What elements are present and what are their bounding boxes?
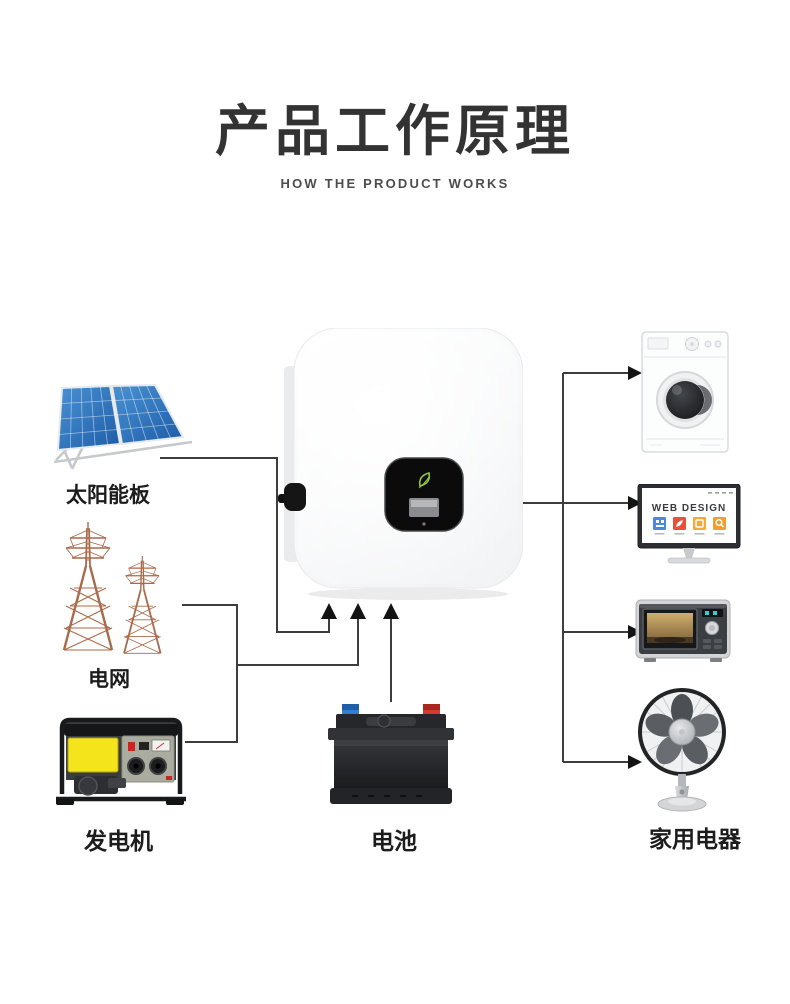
arrow-up-battery-icon: [383, 603, 399, 619]
arrow-right-monitor-icon: [628, 496, 642, 510]
solar-panel-image: [53, 383, 193, 470]
monitor-screen: [642, 488, 736, 543]
washing-machine-image: [641, 331, 729, 453]
battery-node: [322, 700, 460, 814]
battery-body: [334, 740, 448, 790]
generator-image: [56, 717, 186, 805]
microwave-control-panel: [702, 609, 723, 649]
generator-node: [52, 698, 190, 816]
inverter-led: [422, 522, 426, 526]
arrow-right-washer-icon: [628, 366, 642, 380]
microwave-door: [642, 608, 698, 650]
microwave-image: [635, 599, 731, 662]
generator-frame: [56, 717, 186, 802]
arrow-right-microwave-icon: [628, 625, 642, 639]
pv-array: [56, 383, 185, 452]
arrow-up-solar-icon: [321, 603, 337, 619]
solar-panel-node: [42, 364, 204, 474]
generator-label: 发电机: [84, 828, 153, 854]
computer-monitor-image: WEB DESIGN: [637, 484, 741, 564]
fan-neck: [678, 774, 686, 786]
monitor-screen-title: WEB DESIGN: [652, 503, 726, 514]
appliances-label: 家用电器: [649, 826, 741, 852]
monitor-stand: [683, 548, 695, 558]
solar-panel-label: 太阳能板: [66, 484, 150, 507]
computer-monitor-node: WEB DESIGN: [636, 484, 742, 564]
inverter-connector: [284, 483, 306, 511]
generator-yellow-panel: [67, 737, 119, 773]
wire-grid-to-inverter: [237, 618, 359, 666]
inverter-image: [278, 328, 523, 600]
battery-label: 电池: [371, 828, 417, 854]
power-towers-image: [62, 522, 162, 655]
fan-blades: [645, 694, 719, 765]
battery-base: [330, 788, 452, 804]
generator-engine: [74, 776, 126, 796]
monitor-base: [667, 557, 711, 564]
wire-solar-to-inverter: [160, 457, 330, 633]
washing-machine-node: [640, 330, 730, 456]
washer-door: [656, 371, 714, 429]
leaf-icon: [418, 472, 431, 489]
battery-handle: [366, 717, 416, 726]
battery-image: [328, 704, 454, 804]
inverter-display: [384, 457, 464, 532]
power-grid-node: [56, 522, 178, 658]
wire-grid-generator: [182, 604, 238, 743]
microwave-node: [634, 598, 734, 664]
page-title: 产品工作原理: [214, 100, 575, 162]
electric-fan-node: [637, 686, 727, 813]
monitor-tiles: [653, 517, 726, 530]
generator-control-panel: [121, 735, 175, 783]
power-grid-label: 电网: [88, 668, 130, 691]
inverter-shadow: [308, 588, 508, 600]
page-subtitle: HOW THE PRODUCT WORKS: [280, 176, 510, 191]
arrow-up-grid-icon: [350, 603, 366, 619]
washer-dispenser: [647, 337, 669, 350]
arrow-right-fan-icon: [628, 755, 642, 769]
electric-fan-image: [638, 688, 726, 812]
inverter-node: [278, 328, 523, 602]
